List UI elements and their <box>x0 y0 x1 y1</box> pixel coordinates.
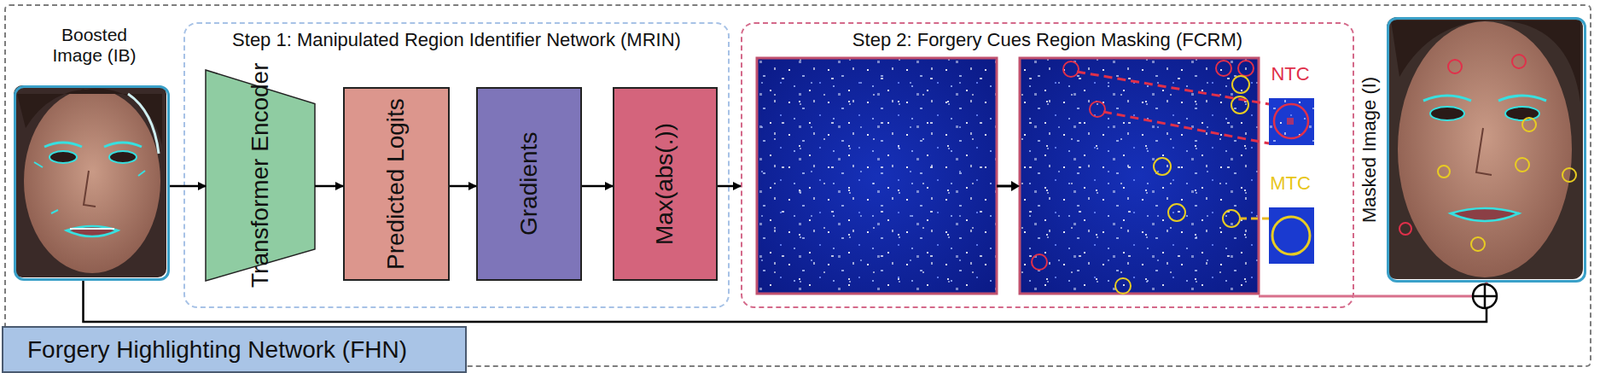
box-label: Predicted Logits <box>344 88 448 280</box>
connector-arrow <box>83 280 1488 322</box>
connector-arrow <box>1354 282 1487 297</box>
box-label: Max(abs(.)) <box>614 88 716 280</box>
masked-face <box>1386 17 1583 280</box>
saliency-map <box>756 58 997 294</box>
network-frame: Forgery Highlighting Network (FHN)Booste… <box>4 4 1592 367</box>
masked-saliency-map <box>1019 58 1353 297</box>
process-box: Gradients <box>476 87 582 281</box>
encoder-trapezoid: Transformer Encoder <box>205 69 315 281</box>
box-label: Gradients <box>477 88 581 280</box>
input-image: Boosted Image (IB) <box>13 85 170 281</box>
callout-label: MTC <box>1256 172 1325 194</box>
image-heading: Masked Image (I) <box>1358 19 1380 280</box>
boosted-face <box>13 85 167 278</box>
network-label: Forgery Highlighting Network (FHN) <box>1 325 467 373</box>
step-box: Step 2: Forgery Cues Region Masking (FCR… <box>740 22 1355 309</box>
step-box: Step 1: Manipulated Region Identifier Ne… <box>183 22 730 309</box>
output-image: Masked Image (I) <box>1386 17 1587 283</box>
step-title: Step 1: Manipulated Region Identifier Ne… <box>185 29 728 51</box>
box-label: Transformer Encoder <box>205 69 315 281</box>
connector-arrow <box>314 185 344 188</box>
connector-arrow <box>581 185 613 188</box>
connector-arrow <box>169 185 206 188</box>
process-box: Max(abs(.)) <box>612 87 718 281</box>
step-title: Step 2: Forgery Cues Region Masking (FCR… <box>742 29 1353 51</box>
image-heading: Boosted Image (IB) <box>7 24 181 66</box>
callout-label: NTC <box>1256 63 1325 85</box>
connector-arrow <box>717 185 741 188</box>
add-operator <box>1472 284 1497 309</box>
connector-arrow <box>449 185 477 188</box>
process-box: Predicted Logits <box>343 87 450 281</box>
